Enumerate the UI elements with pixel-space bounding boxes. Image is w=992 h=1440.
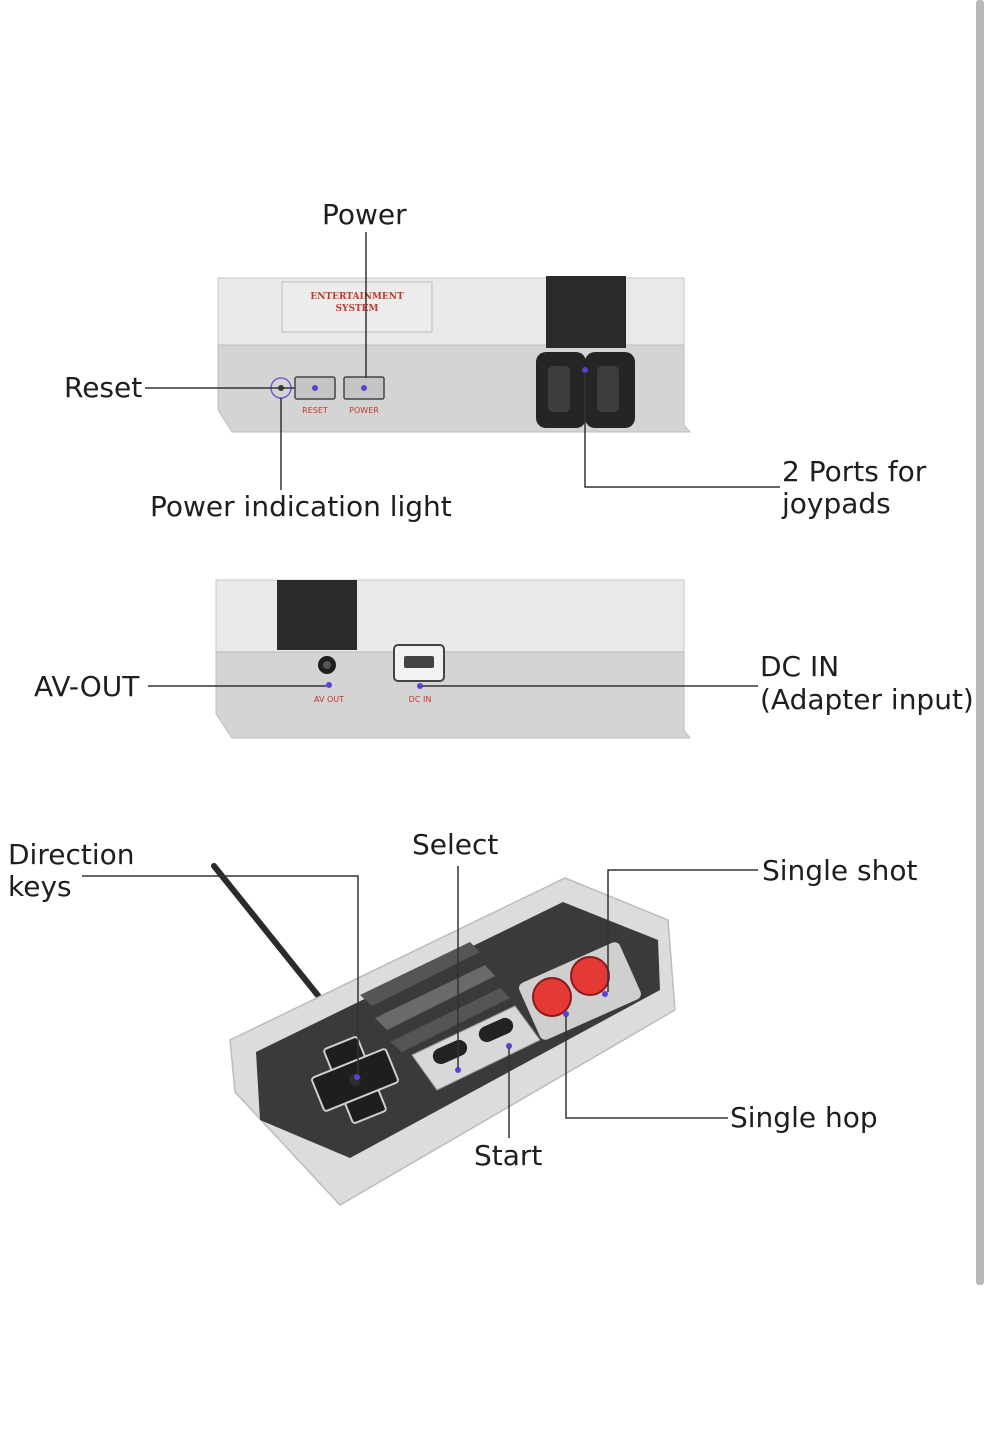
ports-dot-icon (582, 367, 588, 373)
av-out-label: AV-OUT (34, 670, 140, 703)
start-label: Start (474, 1139, 542, 1172)
ports-leader (584, 372, 780, 488)
reset-label: Reset (64, 371, 142, 404)
single-shot-leader (607, 869, 758, 992)
reset-mark: RESET (302, 406, 328, 415)
dc-in-label-line2: (Adapter input) (760, 683, 974, 716)
direction-leader (82, 875, 359, 1074)
direction-label-line1: Direction (8, 838, 135, 871)
direction-label-line2: keys (8, 870, 72, 903)
av-mark: AV OUT (314, 695, 344, 704)
vertical-scrollbar[interactable] (976, 0, 984, 1285)
single-shot-button (570, 956, 610, 996)
label-plate (281, 281, 433, 333)
power-light-label: Power indication light (150, 490, 452, 523)
controller-port-1 (536, 352, 586, 428)
power-label: Power (322, 198, 407, 231)
ports-label-line1: 2 Ports for (782, 455, 927, 488)
dpad-icon (311, 1036, 399, 1124)
single-hop-button (532, 977, 572, 1017)
power-mark: POWER (349, 406, 379, 415)
single-shot-label: Single shot (762, 854, 917, 887)
single-hop-label: Single hop (730, 1101, 878, 1134)
console-front: ENTERTAINMENT SYSTEM RESET POWER (217, 276, 692, 433)
controller (211, 863, 676, 1206)
console-back: AV OUT DC IN (215, 579, 691, 739)
brand-line1: ENTERTAINMENT (310, 292, 404, 302)
single-hop-leader (565, 1016, 728, 1119)
dc-mark: DC IN (409, 695, 432, 704)
brand-line2: SYSTEM (336, 304, 379, 314)
start-button (478, 1017, 514, 1043)
dc-in-label-line1: DC IN (760, 650, 839, 683)
back-slot (277, 580, 357, 650)
ports-label-line2: joypads (781, 487, 891, 520)
controller-port-2 (585, 352, 635, 428)
controller-cable (211, 863, 323, 1001)
top-slot (546, 276, 626, 348)
select-label: Select (412, 828, 498, 861)
